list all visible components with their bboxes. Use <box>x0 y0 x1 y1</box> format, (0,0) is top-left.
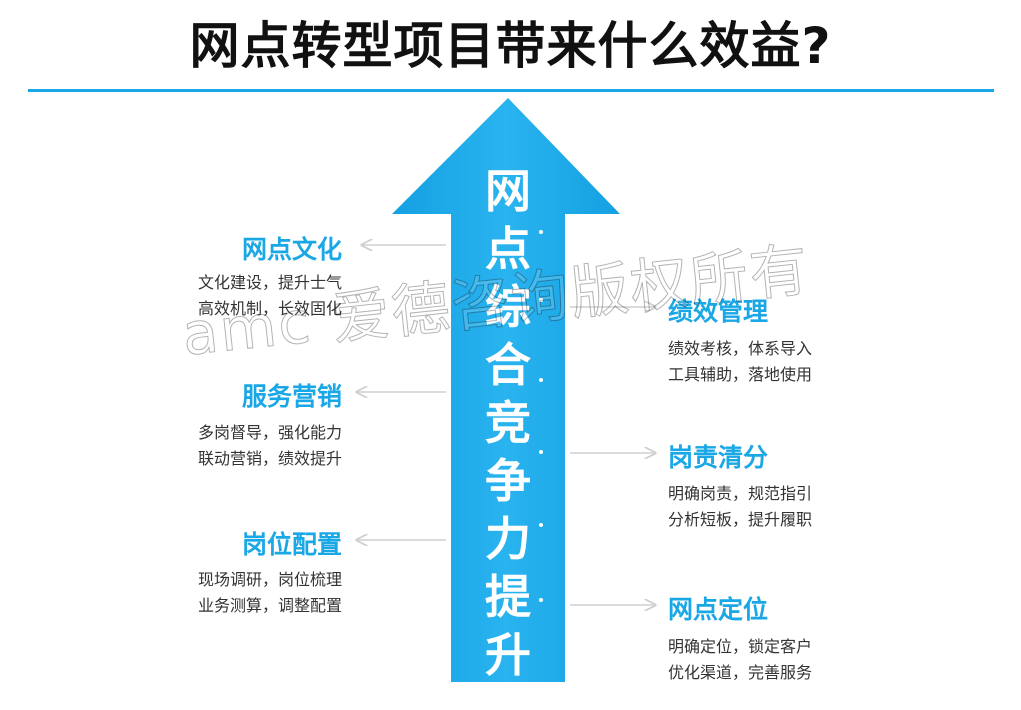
sparkle-decorations <box>539 230 543 602</box>
desc-line: 优化渠道，完善服务 <box>668 663 813 682</box>
item-desc-service: 多岗督导，强化能力 联动营销，绩效提升 <box>170 420 342 472</box>
arrow-char: 争 <box>485 454 531 508</box>
arrow-char: 网 <box>485 164 531 218</box>
item-desc-positioning: 明确定位，锁定客户 优化渠道，完善服务 <box>668 634 812 686</box>
arrow-char: 提 <box>485 570 531 624</box>
arrow-char: 升 <box>485 628 531 682</box>
desc-line: 多岗督导，强化能力 <box>197 423 342 442</box>
item-title-duty: 岗责清分 <box>668 443 769 472</box>
item-desc-performance: 绩效考核，体系导入 工具辅助，落地使用 <box>668 336 812 388</box>
item-title-position: 岗位配置 <box>241 530 342 559</box>
item-title-service: 服务营销 <box>241 382 342 411</box>
desc-line: 文化建设，提升士气 <box>197 273 342 292</box>
desc-line: 高效机制，长效固化 <box>197 299 342 318</box>
desc-line: 现场调研，岗位梳理 <box>197 570 342 589</box>
item-desc-position: 现场调研，岗位梳理 业务测算，调整配置 <box>170 567 342 619</box>
desc-line: 分析短板，提升履职 <box>668 510 813 529</box>
item-title-culture: 网点文化 <box>241 235 342 264</box>
item-desc-culture: 文化建设，提升士气 高效机制，长效固化 <box>170 270 342 322</box>
arrow-char: 力 <box>485 512 531 566</box>
desc-line: 明确定位，锁定客户 <box>668 637 813 656</box>
item-title-positioning: 网点定位 <box>668 595 769 624</box>
desc-line: 明确岗责，规范指引 <box>668 484 813 503</box>
item-title-performance: 绩效管理 <box>668 297 769 326</box>
desc-line: 业务测算，调整配置 <box>197 596 342 615</box>
desc-line: 工具辅助，落地使用 <box>668 365 813 384</box>
arrow-char: 点 <box>485 222 531 276</box>
arrow-shape <box>392 98 620 682</box>
arrow-char: 竞 <box>485 396 531 450</box>
arrow-char: 合 <box>485 338 531 392</box>
item-desc-duty: 明确岗责，规范指引 分析短板，提升履职 <box>668 481 812 533</box>
arrow-char: 综 <box>485 280 531 334</box>
arrow-label: 网 点 综 合 竞 争 力 提 升 <box>468 162 548 684</box>
page-title: 网点转型项目带来什么效益? <box>189 17 832 75</box>
title-underline <box>28 89 994 92</box>
desc-line: 绩效考核，体系导入 <box>668 339 813 358</box>
desc-line: 联动营销，绩效提升 <box>197 449 342 468</box>
